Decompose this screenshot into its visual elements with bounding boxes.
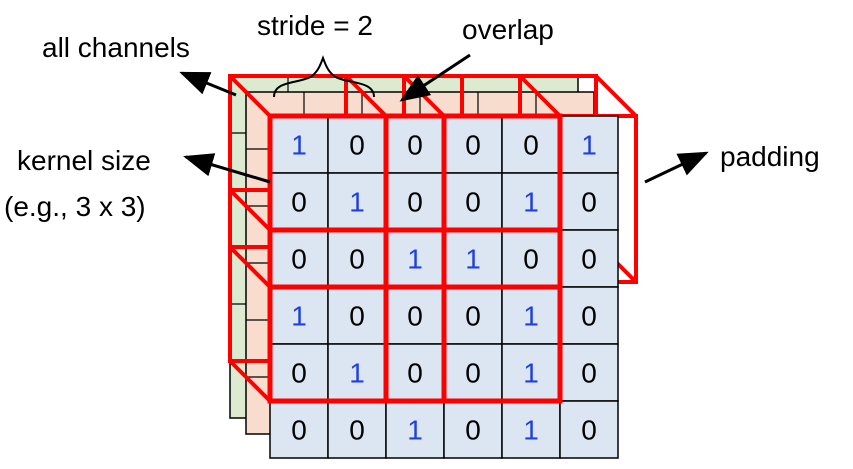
matrix-cell bbox=[327, 400, 387, 459]
matrix-cell bbox=[559, 400, 619, 459]
matrix-cell-value: 1 bbox=[523, 301, 539, 332]
matrix-cell-value: 1 bbox=[581, 130, 597, 161]
matrix-cell bbox=[443, 343, 503, 402]
matrix-cell-value: 1 bbox=[349, 358, 365, 389]
kernel-window bbox=[267, 113, 447, 290]
matrix-cell-value: 0 bbox=[349, 244, 365, 275]
kernel-depth-edge bbox=[518, 74, 562, 118]
kernel-depth-edge bbox=[228, 188, 272, 232]
matrix-cell bbox=[327, 343, 387, 402]
matrix-cell-value: 1 bbox=[291, 130, 307, 161]
padding-arrow bbox=[644, 151, 709, 184]
stride-brace bbox=[273, 55, 375, 98]
all-channels-label: all channels bbox=[42, 32, 190, 63]
matrix-cell bbox=[501, 343, 561, 402]
matrix-cell-value: 1 bbox=[407, 415, 423, 446]
matrix-cell bbox=[269, 172, 329, 231]
matrix-cell bbox=[559, 115, 619, 174]
matrix-cell-value: 0 bbox=[465, 358, 481, 389]
matrix-cell-value: 0 bbox=[407, 187, 423, 218]
matrix-cell bbox=[559, 343, 619, 402]
kernel-size-example-label: (e.g., 3 x 3) bbox=[4, 191, 146, 222]
matrix-cell-value: 0 bbox=[291, 415, 307, 446]
matrix-cell-value: 0 bbox=[581, 187, 597, 218]
matrix-cell-value: 0 bbox=[349, 301, 365, 332]
all-channels-arrow bbox=[179, 71, 237, 97]
kernel-window bbox=[383, 227, 563, 404]
matrix-cell-value: 0 bbox=[407, 130, 423, 161]
matrix-cell-value: 0 bbox=[523, 130, 539, 161]
matrix-cell-value: 1 bbox=[407, 244, 423, 275]
stride-label: stride = 2 bbox=[257, 10, 373, 41]
input-matrix-front: 1 0 0 0 0 1 0 1 0 0 1 0 0 0 1 1 0 0 1 0 0 0 1 0 0 1 0 0 1 0 0 0 1 0 1 0 bbox=[269, 115, 619, 459]
matrix-cell-value: 0 bbox=[291, 187, 307, 218]
padding-label: padding bbox=[720, 141, 820, 172]
matrix-cell bbox=[385, 172, 445, 231]
padding-depth-edge bbox=[594, 74, 638, 118]
matrix-cell-value: 1 bbox=[465, 244, 481, 275]
kernel-size-arrow bbox=[183, 153, 271, 184]
matrix-cell-value: 0 bbox=[581, 301, 597, 332]
matrix-cell-value: 0 bbox=[523, 244, 539, 275]
matrix-cell bbox=[327, 115, 387, 174]
kernel-depth-edge bbox=[228, 359, 272, 403]
kernel-window bbox=[267, 227, 447, 404]
matrix-cell-value: 0 bbox=[581, 415, 597, 446]
matrix-cell-value: 1 bbox=[523, 415, 539, 446]
matrix-cell bbox=[501, 286, 561, 345]
matrix-cell-value: 0 bbox=[291, 358, 307, 389]
kernel-size-label: kernel size bbox=[17, 145, 151, 176]
matrix-cell-value: 1 bbox=[291, 301, 307, 332]
matrix-cell-value: 0 bbox=[465, 301, 481, 332]
matrix-cell-value: 1 bbox=[349, 187, 365, 218]
kernel-depth-edge bbox=[228, 245, 272, 289]
matrix-cell-value: 0 bbox=[581, 358, 597, 389]
matrix-cell-value: 0 bbox=[407, 358, 423, 389]
matrix-cell bbox=[385, 400, 445, 459]
matrix-cell-value: 1 bbox=[523, 358, 539, 389]
kernel-window bbox=[383, 113, 563, 290]
matrix-cell-value: 0 bbox=[581, 244, 597, 275]
matrix-cell-value: 0 bbox=[465, 187, 481, 218]
kernel-front-outlines bbox=[267, 113, 563, 404]
matrix-cell bbox=[269, 400, 329, 459]
matrix-cell-value: 0 bbox=[407, 301, 423, 332]
matrix-cell-value: 0 bbox=[349, 415, 365, 446]
overlap-label: overlap bbox=[462, 14, 554, 45]
kernel-depth-edge bbox=[228, 74, 272, 118]
matrix-cell-value: 0 bbox=[349, 130, 365, 161]
matrix-cell-value: 0 bbox=[465, 130, 481, 161]
matrix-cell-value: 0 bbox=[465, 415, 481, 446]
matrix-cell bbox=[559, 286, 619, 345]
matrix-cell bbox=[385, 115, 445, 174]
matrix-cell bbox=[559, 172, 619, 231]
overlap-arrow bbox=[399, 53, 471, 102]
matrix-cell-value: 0 bbox=[291, 244, 307, 275]
matrix-cell-value: 1 bbox=[523, 187, 539, 218]
